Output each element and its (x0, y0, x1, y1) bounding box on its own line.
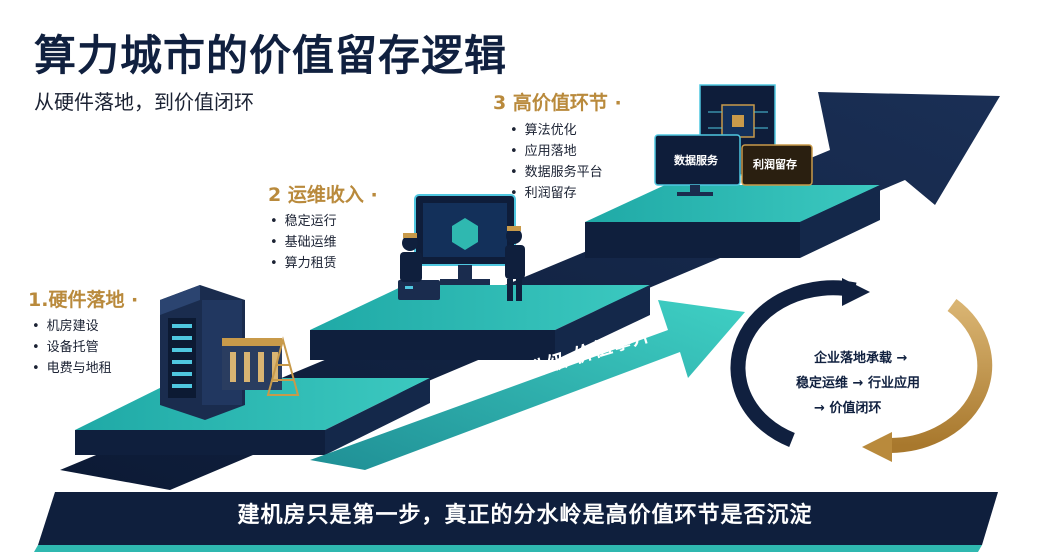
loop-text-line-2: 稳定运维 → 行业应用 (796, 376, 920, 391)
stage-1-title: 1.硬件落地 · (28, 289, 139, 311)
worker-figure-left (400, 233, 422, 282)
stage-3-list: 算法优化 应用落地 数据服务平台 利润留存 (510, 120, 603, 204)
worker-figure-right (505, 226, 525, 301)
stage-1-item: 机房建设 (32, 316, 112, 337)
power-unit-icon (222, 338, 282, 390)
stage-1-item: 设备托管 (32, 337, 112, 358)
stage-3-item: 应用落地 (510, 141, 603, 162)
profit-label: 利润留存 (753, 158, 797, 171)
value-loop-icon (730, 278, 993, 462)
stage-1-item: 电费与地租 (32, 358, 112, 379)
step-1-platform (75, 378, 430, 455)
data-service-label: 数据服务 (674, 154, 718, 167)
step-2-platform (310, 285, 650, 360)
stage-3-item: 数据服务平台 (510, 162, 603, 183)
page-subtitle: 从硬件落地，到价值闭环 (34, 90, 254, 114)
stage-2-item: 稳定运行 (270, 211, 337, 232)
stage-2-title: 2 运维收入 · (268, 184, 378, 206)
stage-1-list: 机房建设 设备托管 电费与地租 (32, 316, 112, 379)
data-service-screen (654, 134, 741, 196)
stage-2-item: 算力租赁 (270, 253, 337, 274)
stage-3-title: 3 高价值环节 · (493, 92, 622, 114)
stage-3-item: 算法优化 (510, 120, 603, 141)
footer-banner (34, 492, 998, 552)
profit-screen (741, 144, 813, 186)
stage-3-item: 利润留存 (510, 183, 603, 204)
loop-text-line-1: 企业落地承载 → (814, 351, 908, 366)
page-title: 算力城市的价值留存逻辑 (34, 31, 508, 80)
growth-arrow (310, 300, 745, 470)
footer-text: 建机房只是第一步，真正的分水岭是高价值环节是否沉淀 (237, 503, 813, 528)
operations-monitor-icon (398, 194, 516, 300)
power-tower-icon (266, 336, 300, 396)
step-3-platform (585, 185, 880, 258)
stage-2-list: 稳定运行 基础运维 算力租赁 (270, 211, 337, 274)
loop-text-line-3: → 价值闭环 (814, 401, 882, 416)
stage-2-item: 基础运维 (270, 232, 337, 253)
